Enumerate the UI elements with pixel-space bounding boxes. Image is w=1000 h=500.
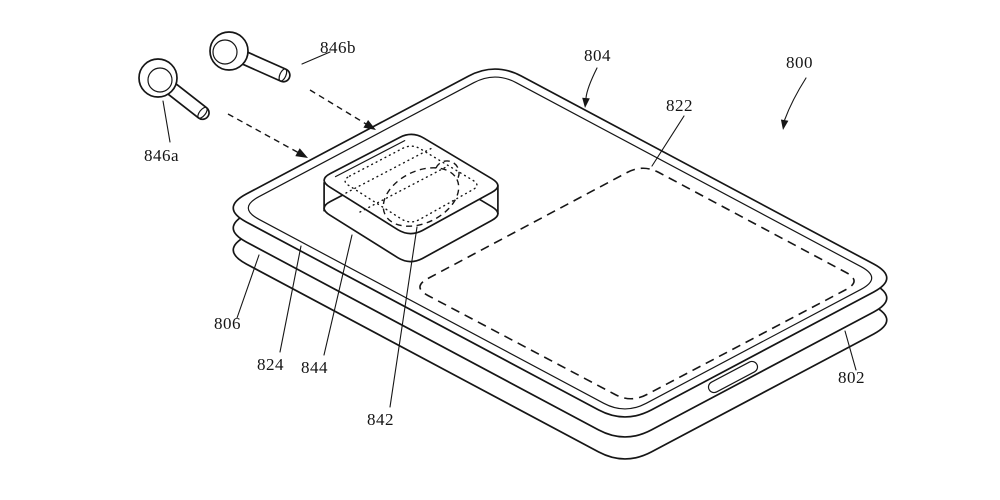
ref-label-846b: 846b xyxy=(320,38,356,57)
ref-label-806: 806 xyxy=(214,314,241,333)
leader-lines xyxy=(162,51,857,408)
ref-label-842: 842 xyxy=(367,410,394,429)
ref-label-844: 844 xyxy=(301,358,328,377)
ref-label-822: 822 xyxy=(666,96,693,115)
insertion-arrow-1 xyxy=(227,113,308,158)
magnet-region-dashed-outline xyxy=(419,167,855,400)
ref-label-802: 802 xyxy=(838,368,865,387)
side-button xyxy=(707,360,759,394)
earbud-846b xyxy=(209,31,291,83)
ref-label-846a: 846a xyxy=(144,146,180,165)
hidden-cavity-dotted-outline xyxy=(344,145,478,223)
attachment-module xyxy=(323,133,499,263)
ref-label-804: 804 xyxy=(584,46,611,65)
ref-label-824: 824 xyxy=(257,355,284,374)
back-plate-inner-rim xyxy=(247,76,873,410)
insertion-arrow-2 xyxy=(309,89,376,130)
earbud-846a xyxy=(138,58,210,121)
ref-label-800: 800 xyxy=(786,53,813,72)
